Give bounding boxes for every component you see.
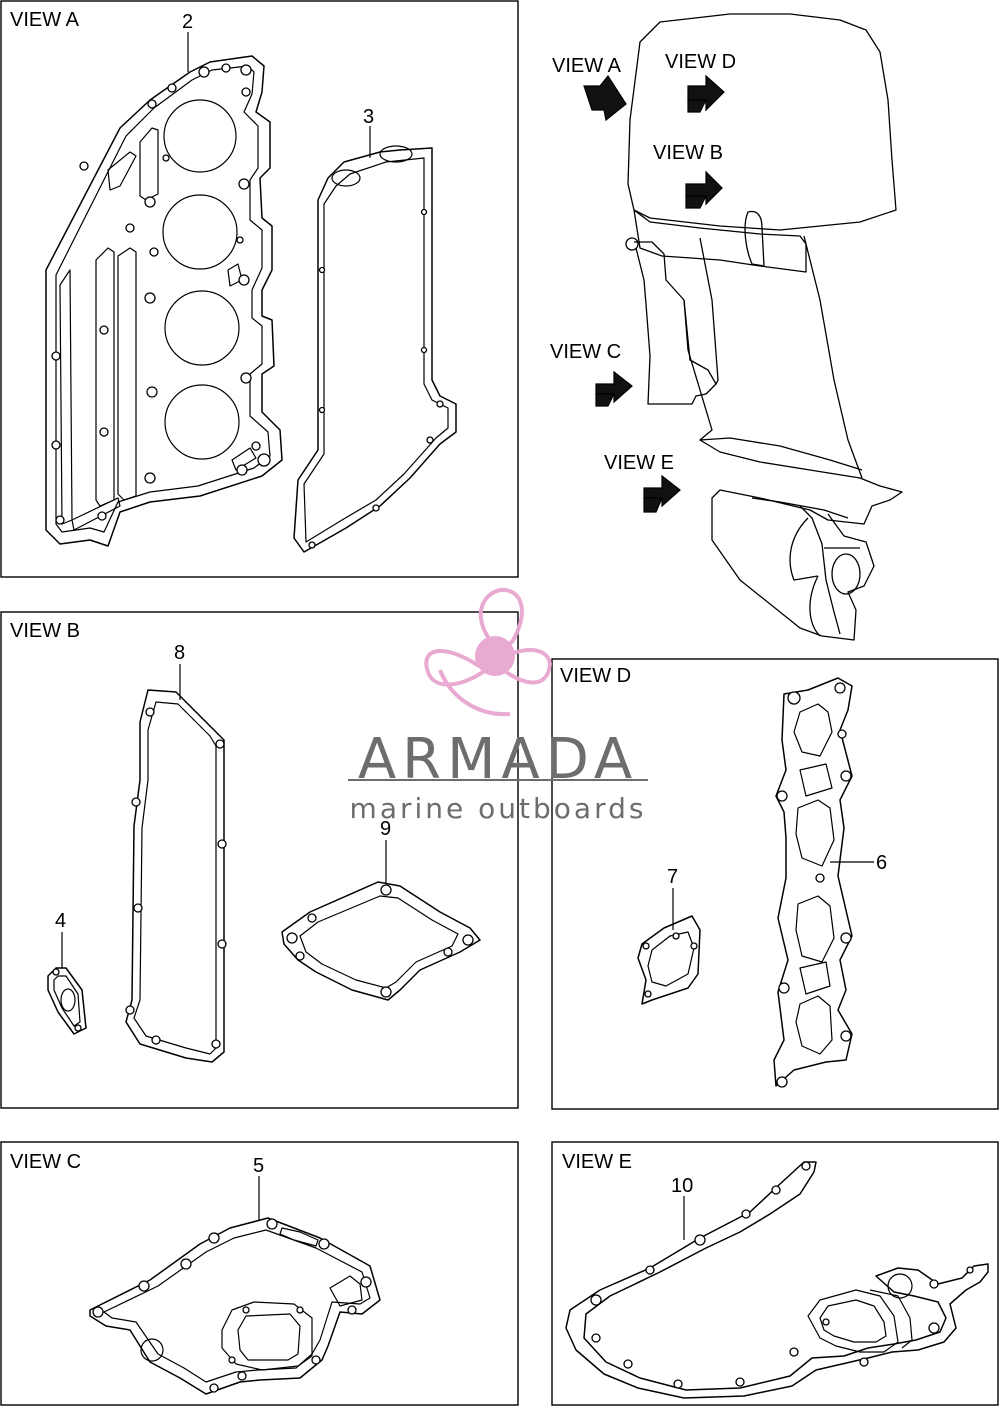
view-a-arrow <box>583 74 627 122</box>
panel-view-b-title: VIEW B <box>10 620 80 642</box>
part-number-9: 9 <box>380 818 391 840</box>
gasket-part-4[interactable] <box>47 967 87 1035</box>
panel-view-d-frame <box>551 658 999 1110</box>
part-number-10: 10 <box>671 1175 693 1197</box>
part-number-4: 4 <box>55 910 66 932</box>
armada-logo <box>424 587 553 717</box>
view-b-arrow <box>685 170 723 209</box>
part-number-5: 5 <box>253 1155 264 1177</box>
panel-view-e-frame <box>551 1141 999 1406</box>
panel-view-e-title: VIEW E <box>562 1151 632 1173</box>
view-c-arrow <box>595 370 633 407</box>
motor-callout-view-c: VIEW C <box>550 341 621 363</box>
gasket-part-8[interactable] <box>125 689 227 1063</box>
exhaust-manifold-gasket-part-6[interactable] <box>773 677 853 1088</box>
panel-view-c-title: VIEW C <box>10 1151 81 1173</box>
watermark-brand: ARMADA <box>358 727 638 792</box>
view-e-arrow <box>643 474 681 513</box>
gasket-part-9[interactable] <box>281 881 481 1001</box>
panel-view-b-frame <box>0 611 519 1109</box>
panel-view-a-title: VIEW A <box>10 9 80 31</box>
motor-callout-view-a: VIEW A <box>552 55 622 77</box>
part-number-7: 7 <box>667 866 678 888</box>
motor-callout-view-d: VIEW D <box>665 51 736 73</box>
watermark-tagline: marine outboards <box>350 792 647 825</box>
gasket-part-3[interactable] <box>293 145 457 553</box>
motor-callout-view-b: VIEW B <box>653 142 723 164</box>
gasket-part-7[interactable] <box>637 915 701 1005</box>
outboard-motor-illustration <box>625 13 903 641</box>
motor-callout-view-e: VIEW E <box>604 452 674 474</box>
panel-view-c-frame <box>0 1141 519 1406</box>
gasket-part-5[interactable] <box>89 1217 381 1395</box>
gasket-part-10[interactable] <box>565 1161 989 1399</box>
part-number-6: 6 <box>876 852 887 874</box>
part-number-8: 8 <box>174 642 185 664</box>
view-d-arrow <box>687 74 725 113</box>
panel-view-a-frame <box>0 0 519 578</box>
panel-view-d-title: VIEW D <box>560 665 631 687</box>
part-number-2: 2 <box>182 11 193 33</box>
propeller-hub-icon <box>475 636 515 676</box>
part-number-3: 3 <box>363 106 374 128</box>
cylinder-head-gasket-part-2[interactable] <box>45 55 283 547</box>
